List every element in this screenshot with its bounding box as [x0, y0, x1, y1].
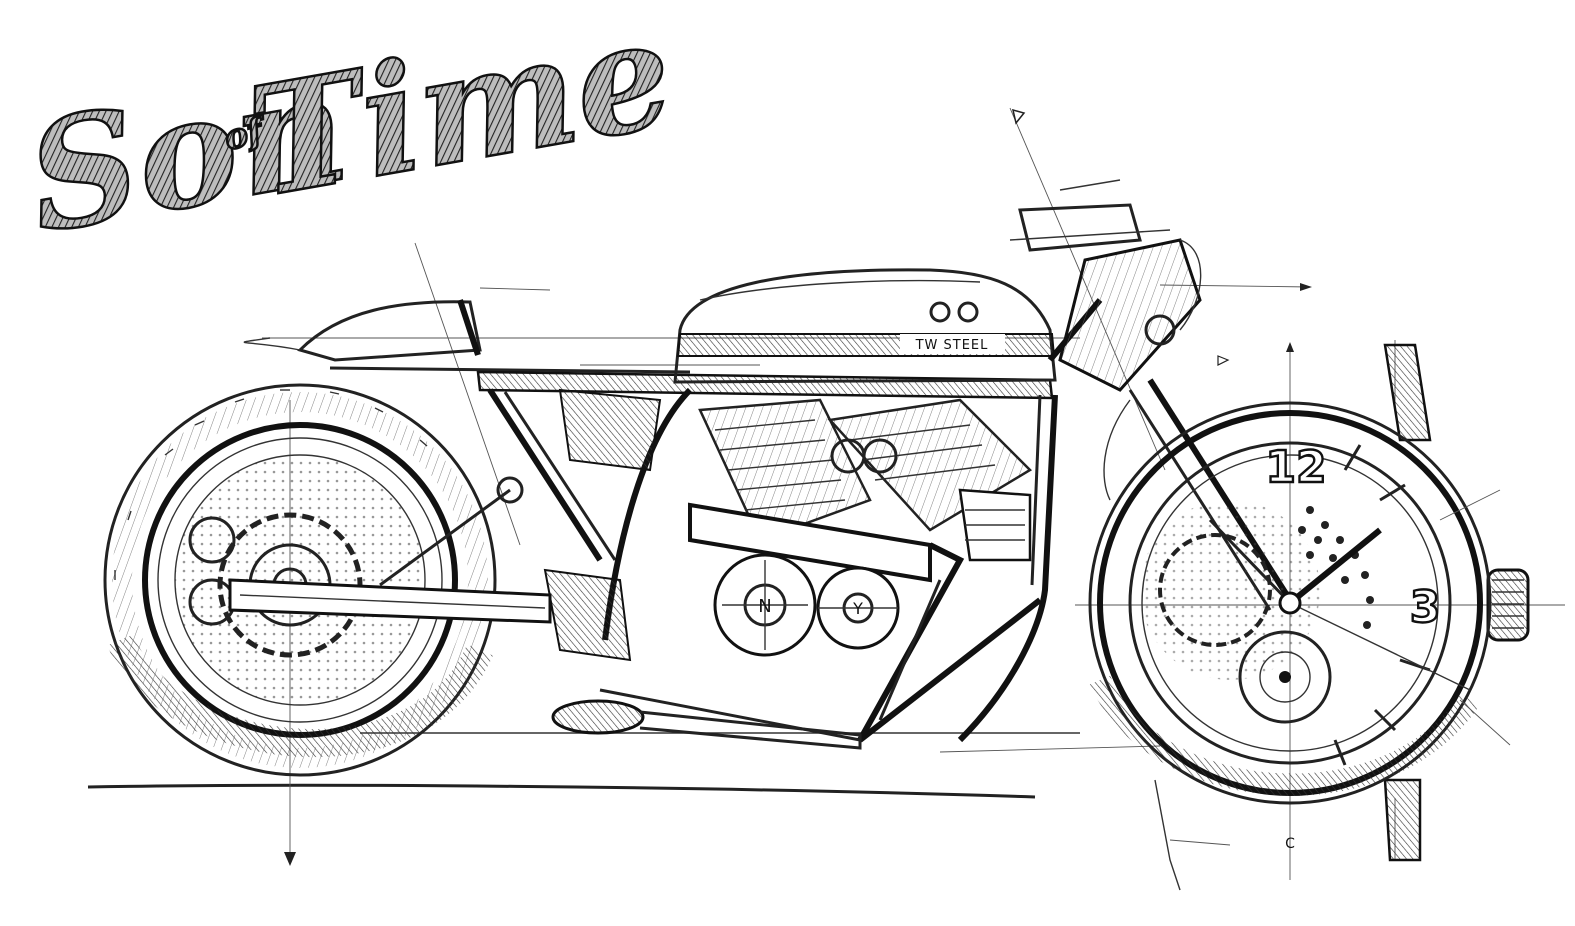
front-wheel-watch: 12 3 C: [1088, 343, 1530, 891]
son-of-time-logo: Son of Time: [14, 0, 685, 269]
dial-perforations: [1298, 506, 1374, 629]
seat-tail: [243, 299, 1054, 400]
engine-badge-n: N: [758, 596, 771, 617]
construction-letter: C: [1285, 836, 1295, 852]
tank-badge: TW STEEL: [915, 338, 989, 353]
engine-badge-y: Y: [852, 599, 863, 618]
rear-wheel: [103, 383, 497, 777]
dial-numeral-12: 12: [1265, 442, 1326, 493]
ground-line: [87, 732, 1161, 799]
v-twin-engine: N Y: [543, 388, 1033, 750]
dial-numeral-3: 3: [1410, 582, 1441, 633]
logo-word-time: Time: [238, 0, 685, 231]
fuel-tank: TW STEEL: [673, 268, 1057, 384]
